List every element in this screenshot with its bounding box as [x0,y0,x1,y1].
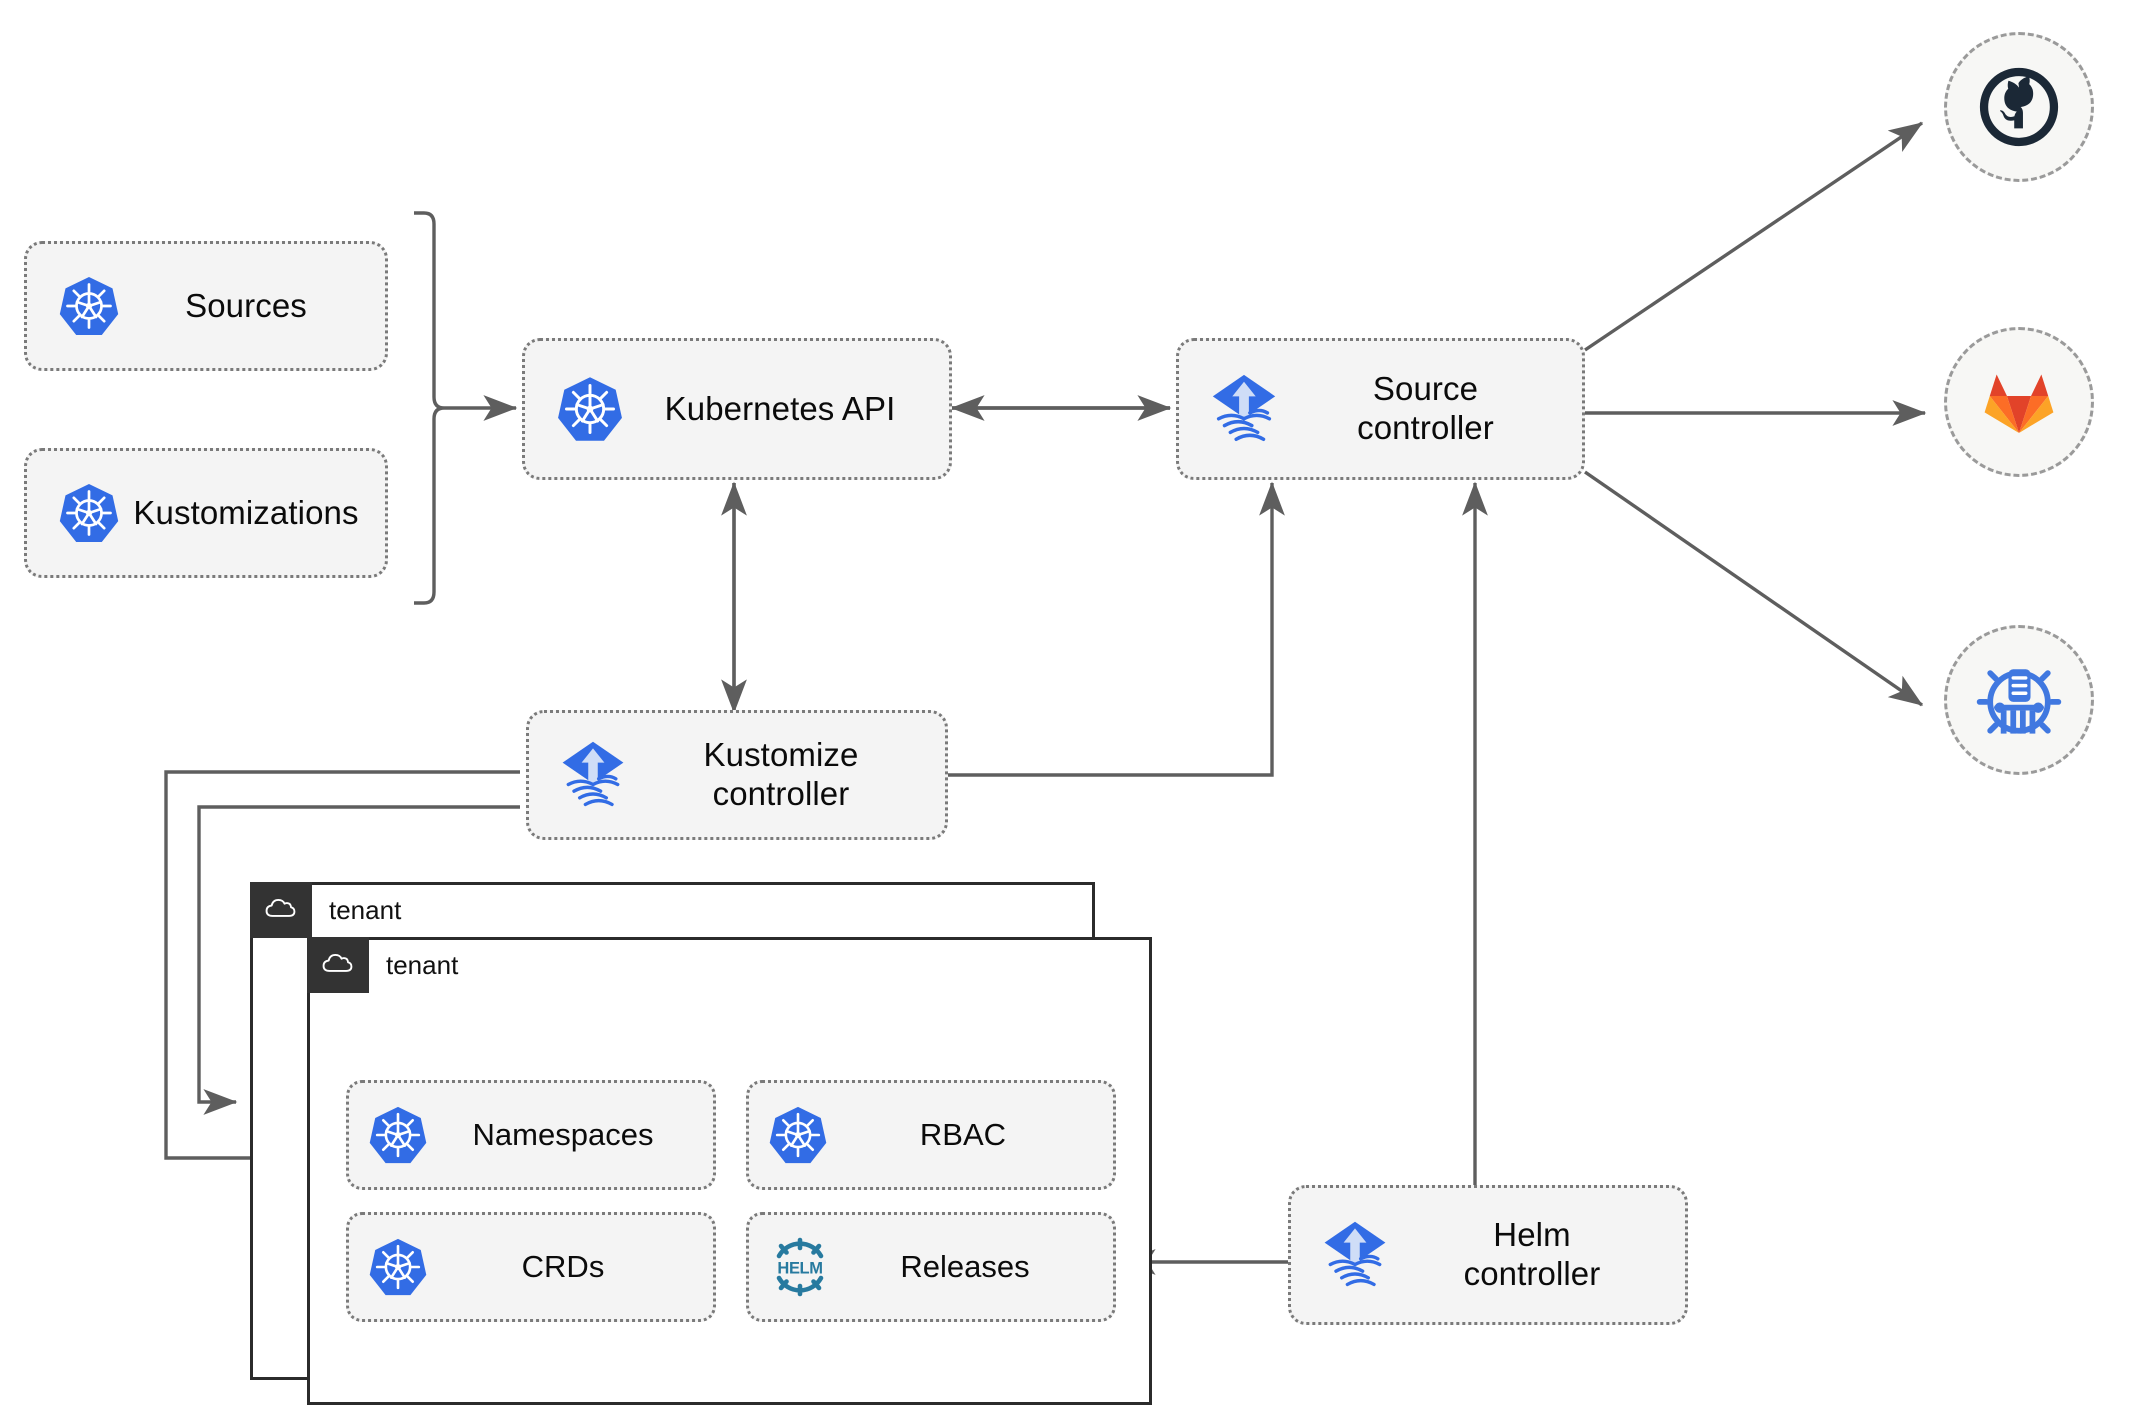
tenant-container-2[interactable]: tenant [307,937,1152,1405]
cloud-icon [265,899,296,917]
gitlab-icon [1984,374,2054,433]
tenant-tab-2 [307,937,369,993]
node-label: Kustomizations [133,493,359,531]
resource-label: Releases [900,1249,1030,1284]
provider-bucket[interactable] [1944,625,2094,775]
edge-source-to-github [1584,121,1924,352]
node-source-controller[interactable]: Source controller [1176,338,1585,480]
kubernetes-icon [749,1104,829,1166]
node-label: Source controller [1357,370,1494,446]
resource-rbac[interactable]: RBAC [746,1080,1116,1190]
node-kustomizations[interactable]: Kustomizations [24,448,388,578]
github-icon [1979,67,2059,147]
kubernetes-icon [349,1104,429,1166]
bucket-icon [1976,669,2062,734]
flux-icon [529,737,631,813]
node-label: Kustomize controller [703,736,859,812]
helm-icon: HELM [749,1234,833,1300]
kubernetes-icon [525,374,625,444]
resource-label: CRDs [521,1249,605,1284]
node-kubernetes-api[interactable]: Kubernetes API [522,338,952,480]
kubernetes-icon [27,274,121,338]
provider-github[interactable] [1944,32,2094,182]
node-label: Helm controller [1463,1216,1601,1292]
tenant-tab-1 [250,882,312,938]
tenant-label-1: tenant [329,894,402,925]
kubernetes-icon [27,481,121,545]
node-kustomize-controller[interactable]: Kustomize controller [526,710,948,840]
tenant-resource-grid: Namespaces [346,1080,1116,1322]
node-sources[interactable]: Sources [24,241,388,371]
resource-label: RBAC [919,1117,1007,1152]
flux-icon [1291,1217,1393,1293]
resource-crds[interactable]: CRDs [346,1212,716,1322]
resource-label: Namespaces [472,1117,654,1152]
svg-text:HELM: HELM [777,1260,822,1278]
resource-namespaces[interactable]: Namespaces [346,1080,716,1190]
node-helm-controller[interactable]: Helm controller [1288,1185,1688,1325]
flux-icon [1179,370,1283,448]
edge-kustomize-to-source [948,481,1285,777]
node-label: Kubernetes API [664,389,896,427]
edge-brace [414,211,445,605]
cloud-icon [322,954,353,972]
node-label: Sources [185,286,307,324]
resource-releases[interactable]: HELM Releases [746,1212,1116,1322]
edge-source-to-bucket [1584,470,1924,707]
kubernetes-icon [349,1236,429,1298]
tenant-label-2: tenant [386,949,459,980]
provider-gitlab[interactable] [1944,327,2094,477]
